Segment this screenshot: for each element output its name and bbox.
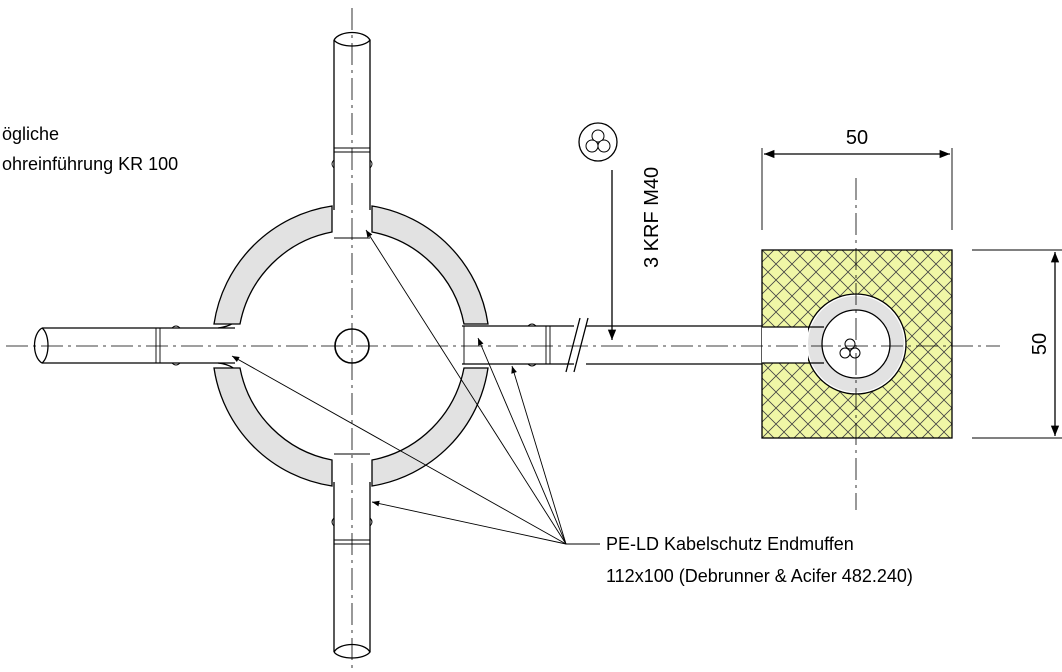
centerlines: [6, 8, 1000, 668]
pipe-right: [462, 317, 808, 373]
endmuffen-leaders: [231, 229, 600, 545]
pipe-left: [33, 313, 241, 378]
label-moegliche: ögliche: [2, 124, 59, 144]
cable-bundle-block: [839, 338, 861, 359]
dimension-height-value: 50: [1029, 333, 1051, 355]
ring-segment-top-right: [371, 205, 489, 325]
label-endmuffen-2: 112x100 (Debrunner & Acifer 482.240): [606, 566, 913, 586]
dimension-height: [972, 249, 1062, 439]
label-rohreinfuehrung: ohreinführung KR 100: [2, 154, 178, 174]
dimension-width-value: 50: [846, 127, 868, 149]
dimension-width: [761, 148, 953, 230]
label-cable-type: 3 KRF M40: [641, 167, 663, 268]
cable-symbol-icon: [578, 122, 618, 162]
ring-segment-bottom-right: [371, 367, 489, 487]
ring-segment-bottom-left: [213, 367, 333, 487]
ring-segment-top-left: [213, 205, 333, 325]
label-endmuffen-1: PE-LD Kabelschutz Endmuffen: [606, 534, 854, 554]
concrete-block: [761, 249, 953, 439]
